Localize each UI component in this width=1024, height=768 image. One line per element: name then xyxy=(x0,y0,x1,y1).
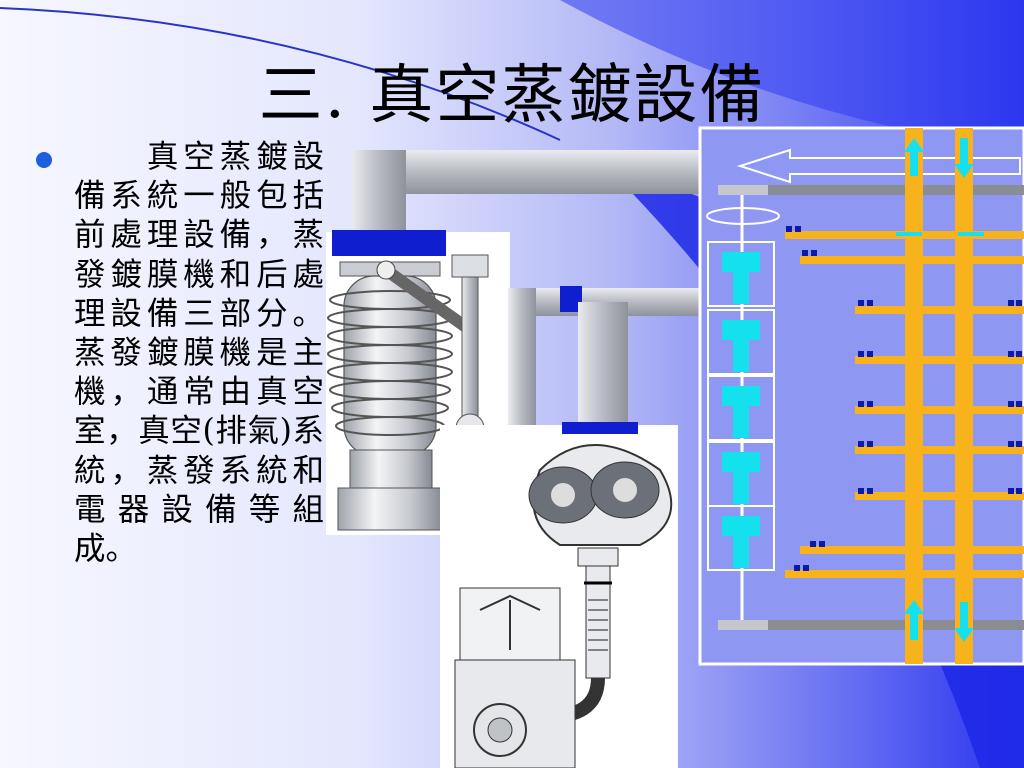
bullet-dot-icon xyxy=(36,152,52,168)
slide-title: 三. 真空蒸鍍設備 xyxy=(258,59,766,133)
mechanical-pump xyxy=(440,422,678,768)
up-arrow-icon xyxy=(904,600,924,640)
rotation-arrow-icon xyxy=(706,207,780,225)
body-paragraph: 真空蒸鍍設備系統一般包括前處理設備，蒸發鍍膜機和后處理設備三部分。蒸發鍍膜機是主… xyxy=(74,139,324,568)
left-arrow-icon xyxy=(736,148,1021,184)
vacuum-chamber xyxy=(698,126,1024,666)
down-arrow-icon xyxy=(954,602,974,642)
up-arrow-icon xyxy=(904,138,924,176)
down-arrow-icon xyxy=(954,138,974,178)
main-vacuum-pipe xyxy=(352,150,707,234)
